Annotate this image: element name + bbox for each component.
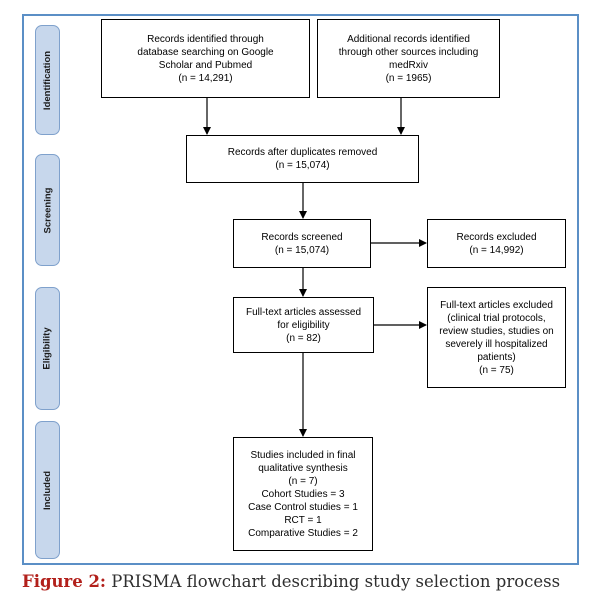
phase-eligibility: Eligibility bbox=[35, 287, 60, 410]
box-line: (n = 82) bbox=[286, 332, 321, 344]
box-line: database searching on Google bbox=[137, 46, 274, 58]
box-text: Records after duplicates removed (n = 15… bbox=[228, 146, 378, 172]
box-line: (n = 7) bbox=[288, 475, 318, 487]
box-database-records: Records identified through database sear… bbox=[101, 19, 310, 98]
phase-included: Included bbox=[35, 421, 60, 559]
figure-caption: Figure 2: PRISMA flowchart describing st… bbox=[22, 572, 560, 591]
box-line: review studies, studies on bbox=[439, 325, 554, 337]
box-fulltext-assessed: Full-text articles assessed for eligibil… bbox=[233, 297, 374, 353]
box-line: (n = 15,074) bbox=[275, 160, 330, 171]
box-text: Full-text articles assessed for eligibil… bbox=[246, 306, 361, 345]
box-text: Records identified through database sear… bbox=[137, 33, 273, 85]
box-text: Studies included in final qualitative sy… bbox=[248, 449, 358, 540]
box-text: Records screened (n = 15,074) bbox=[261, 231, 342, 257]
box-line: qualitative synthesis bbox=[258, 462, 348, 474]
box-line: (n = 14,291) bbox=[178, 72, 233, 84]
box-line: Full-text articles excluded bbox=[440, 299, 553, 311]
box-line: (n = 14,992) bbox=[469, 244, 524, 256]
caption-text: PRISMA flowchart describing study select… bbox=[111, 572, 561, 591]
box-line: medRxiv bbox=[389, 59, 428, 71]
box-fulltext-excluded: Full-text articles excluded (clinical tr… bbox=[427, 287, 566, 388]
box-line: Records after duplicates removed bbox=[227, 147, 378, 158]
box-line: Case Control studies = 1 bbox=[248, 501, 358, 513]
box-records-screened: Records screened (n = 15,074) bbox=[233, 219, 371, 268]
phase-screening: Screening bbox=[35, 154, 60, 266]
box-line: Additional records identified bbox=[347, 33, 470, 45]
box-records-excluded: Records excluded (n = 14,992) bbox=[427, 219, 566, 268]
box-text: Full-text articles excluded (clinical tr… bbox=[439, 299, 554, 377]
box-line: Scholar and Pubmed bbox=[158, 59, 253, 71]
box-line: through other sources including bbox=[338, 46, 479, 58]
box-other-sources: Additional records identified through ot… bbox=[317, 19, 500, 98]
box-line: Full-text articles assessed bbox=[245, 306, 362, 318]
phase-identification: Identification bbox=[35, 25, 60, 135]
box-line: Records excluded bbox=[456, 231, 537, 243]
box-line: severely ill hospitalized bbox=[445, 338, 548, 350]
box-line: for eligibility bbox=[277, 319, 330, 331]
box-line: (n = 1965) bbox=[385, 72, 432, 84]
caption-label: Figure 2: bbox=[22, 572, 107, 591]
box-line: Comparative Studies = 2 bbox=[248, 527, 358, 539]
box-line: Records identified through bbox=[147, 33, 264, 45]
box-line: Records screened bbox=[261, 231, 343, 243]
box-duplicates-removed: Records after duplicates removed (n = 15… bbox=[186, 135, 419, 183]
box-studies-included: Studies included in final qualitative sy… bbox=[233, 437, 373, 551]
box-line: RCT = 1 bbox=[284, 514, 322, 526]
box-text: Records excluded (n = 14,992) bbox=[456, 231, 536, 257]
box-line: (n = 75) bbox=[479, 364, 514, 376]
box-line: Cohort Studies = 3 bbox=[261, 488, 345, 500]
box-line: patients) bbox=[477, 351, 516, 363]
box-line: (clinical trial protocols, bbox=[447, 312, 546, 324]
box-line: (n = 15,074) bbox=[274, 244, 330, 256]
box-text: Additional records identified through ot… bbox=[339, 33, 479, 85]
box-line: Studies included in final bbox=[250, 449, 356, 461]
